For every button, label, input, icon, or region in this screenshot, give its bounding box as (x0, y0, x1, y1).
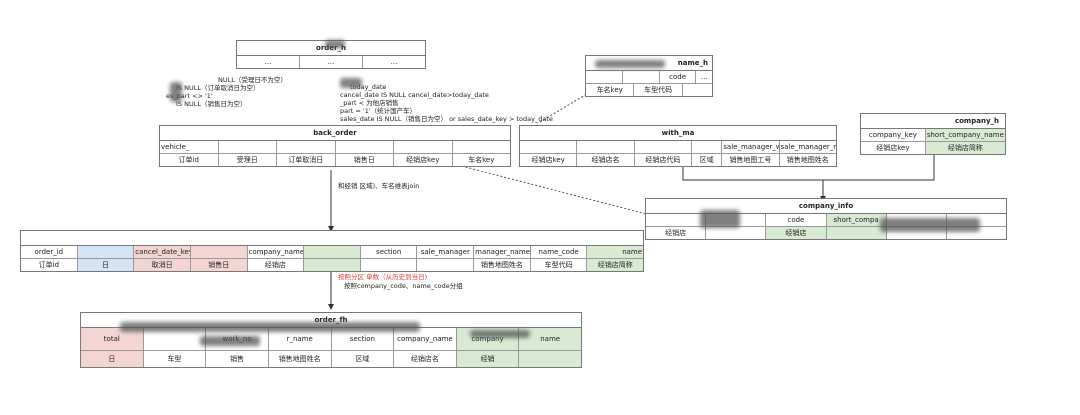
table-header-row: code ... (586, 71, 712, 84)
company-h-table: company_h company_key short_company_name… (860, 113, 1006, 155)
table-title: with_ma (520, 126, 836, 141)
redaction (200, 336, 260, 346)
table-row: 经销店 经销店 (646, 227, 1006, 239)
redaction (880, 218, 980, 232)
table-header-row: order_id cancel_date_key company_name se… (21, 246, 644, 259)
redaction (120, 322, 420, 332)
table-header-row: company_key short_company_name (861, 129, 1005, 142)
redaction (700, 210, 740, 228)
redaction (595, 60, 665, 68)
redaction (170, 82, 182, 102)
table-row: 经销店key 经销店简称 (861, 142, 1005, 154)
table-row: 经销店key 经销店名 经销店代码 区域 销售地图工号 销售地图姓名 (520, 154, 836, 166)
table-title (21, 231, 643, 246)
table-title: order_h (237, 41, 425, 56)
table-title: name_h (586, 56, 712, 71)
table-header-row: sale_manager_work_no sale_manager_name (520, 141, 836, 154)
joined-table: order_id cancel_date_key company_name se… (20, 230, 644, 272)
table-row: 日 车型 销售 销售地图姓名 区域 经销店名 经销 (81, 351, 581, 367)
table-row: 车名key 车型代码 (586, 84, 712, 96)
join-label: 和经销 区域)、车名维表join (338, 182, 420, 190)
table-title: back_order (160, 126, 510, 141)
with-manager-table: with_ma sale_manager_work_no sale_manage… (519, 125, 837, 167)
back-order-table: back_order vehicle_ 订单id 受理日 订单取消日 销售日 经… (159, 125, 511, 167)
table-header-row: vehicle_ (160, 141, 510, 154)
table-title: company_info (646, 199, 1006, 214)
redaction (470, 330, 530, 338)
group-label-2: 按照company_code、name_code分组 (344, 282, 463, 290)
table-row: 订单id 受理日 订单取消日 销售日 经销店key 车名key (160, 154, 510, 166)
group-label-1: 按照分区 单数（从历史到当日) (338, 273, 428, 281)
filter-conditions-left: NULL（受理日不为空） IS NULL（订单取消日为空） es_part <>… (166, 76, 287, 108)
table-title: company_h (861, 114, 1005, 129)
redaction (340, 78, 362, 88)
table-row: ... ... ... (237, 56, 425, 68)
order-h-table: order_h ... ... ... (236, 40, 426, 69)
table-row: 订单id 日 取消日 销售日 经销店 销售地图姓名 车型代码 经销店简称 (21, 259, 644, 271)
filter-conditions-right: today_date cancel_date IS NULL cancel_da… (340, 83, 553, 123)
redaction (325, 40, 345, 48)
result-table: order_fh total work_no r_name section co… (80, 312, 582, 368)
